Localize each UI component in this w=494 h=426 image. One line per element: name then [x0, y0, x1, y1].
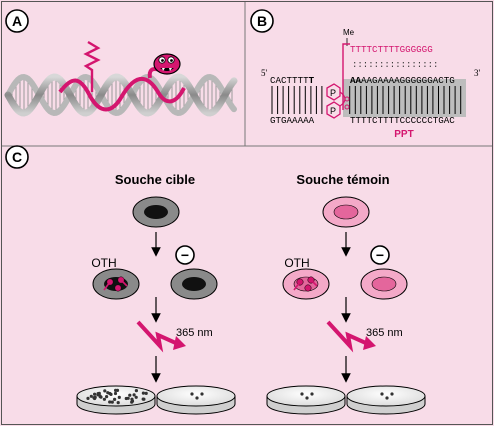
colony: [310, 392, 314, 396]
target-cell-treated: [92, 268, 140, 300]
bottom-strand-left: GTGAAAAA: [270, 115, 315, 126]
methyl-label: Me: [343, 28, 355, 37]
colony: [102, 397, 106, 401]
uv-lightning-icon-target: [136, 320, 186, 353]
target-strain-title: Souche cible: [115, 172, 195, 187]
uv-lightning-icon-control: [326, 320, 376, 353]
ppt-shaded-region: [343, 79, 466, 117]
oligo-linker: [342, 43, 350, 110]
colony: [134, 395, 138, 399]
psoralen-top: P: [326, 83, 341, 101]
tfo-strand: [58, 77, 186, 112]
bottom-strand-right: TTTTCTTTTCCCCCCTGAC: [350, 115, 455, 126]
colony: [106, 391, 110, 395]
svg-text:C: C: [12, 149, 22, 165]
svg-text:P: P: [330, 106, 336, 116]
target-cell-initial: [132, 196, 180, 228]
control-cell-untreated: [360, 268, 408, 300]
petri-dish-control-treated: [266, 385, 346, 415]
colony: [128, 393, 132, 397]
colony: [195, 396, 199, 400]
colony: [113, 397, 117, 401]
colony: [97, 391, 101, 395]
colony: [130, 399, 135, 403]
panel-label-a: A: [5, 9, 29, 33]
colony: [98, 395, 102, 399]
oligo-sequence: TTTTCTTTTGGGGGG: [350, 44, 433, 55]
three-prime-label: 3': [474, 68, 481, 78]
control-strain-title: Souche témoin: [296, 172, 389, 187]
colony: [300, 392, 304, 396]
minus-badge-control: −: [370, 245, 390, 265]
psoralen-bottom: P: [326, 101, 341, 119]
colony: [117, 395, 121, 399]
colony: [124, 396, 128, 401]
svg-text:−: −: [181, 247, 189, 263]
oligo-tail-squiggle: [83, 40, 101, 92]
colony: [200, 392, 204, 396]
sequence-panel: Me TTTTCTTTTGGGGGG :::::::::::::::: 5' 3…: [261, 28, 481, 140]
colony: [190, 392, 194, 396]
colony: [390, 392, 394, 396]
colony: [144, 391, 148, 395]
colony: [108, 400, 112, 404]
petri-dish-control-untreated: [346, 385, 426, 415]
oth-label-control: OTH: [284, 256, 309, 270]
target-cell-untreated: [170, 268, 218, 300]
colony: [114, 388, 118, 392]
colony: [93, 395, 97, 399]
ppt-label: PPT: [394, 129, 413, 140]
colony: [113, 391, 118, 396]
uv-wavelength-control: 365 nm: [366, 327, 403, 339]
control-cell-initial: [322, 196, 370, 228]
colony: [132, 393, 136, 397]
oth-label-target: OTH: [91, 256, 116, 270]
hoogsteen-dots: ::::::::::::::::: [352, 60, 438, 70]
svg-text:−: −: [376, 247, 384, 263]
control-cell-treated: [282, 268, 330, 300]
uv-wavelength-target: 365 nm: [176, 327, 213, 339]
colony: [142, 397, 146, 401]
colony: [305, 396, 309, 400]
cartoon-psoralen-head: [147, 53, 181, 79]
colony: [141, 391, 145, 395]
colony: [89, 394, 93, 398]
svg-text:P: P: [330, 88, 336, 98]
top-strand-ppt: AAAAGAAAAGGGGGGACTG: [350, 75, 455, 86]
petri-dish-target-untreated: [156, 385, 236, 415]
petri-dish-target-treated: [76, 385, 156, 415]
colony: [385, 396, 389, 400]
svg-text:A: A: [12, 13, 22, 29]
colony: [86, 396, 90, 400]
dna-helix-illustration: [4, 40, 238, 117]
five-prime-label: 5': [261, 68, 268, 78]
minus-badge-target: −: [175, 245, 195, 265]
colony: [93, 392, 97, 396]
top-strand-sequence: CACTTTTT: [270, 75, 315, 86]
panel-label-b: B: [250, 9, 274, 33]
colony: [105, 395, 109, 399]
colony: [380, 392, 384, 396]
colony: [116, 401, 120, 405]
svg-text:B: B: [257, 13, 267, 29]
panel-label-c: C: [5, 145, 29, 169]
colony: [110, 400, 114, 404]
colony: [103, 389, 107, 393]
colony: [134, 389, 138, 393]
